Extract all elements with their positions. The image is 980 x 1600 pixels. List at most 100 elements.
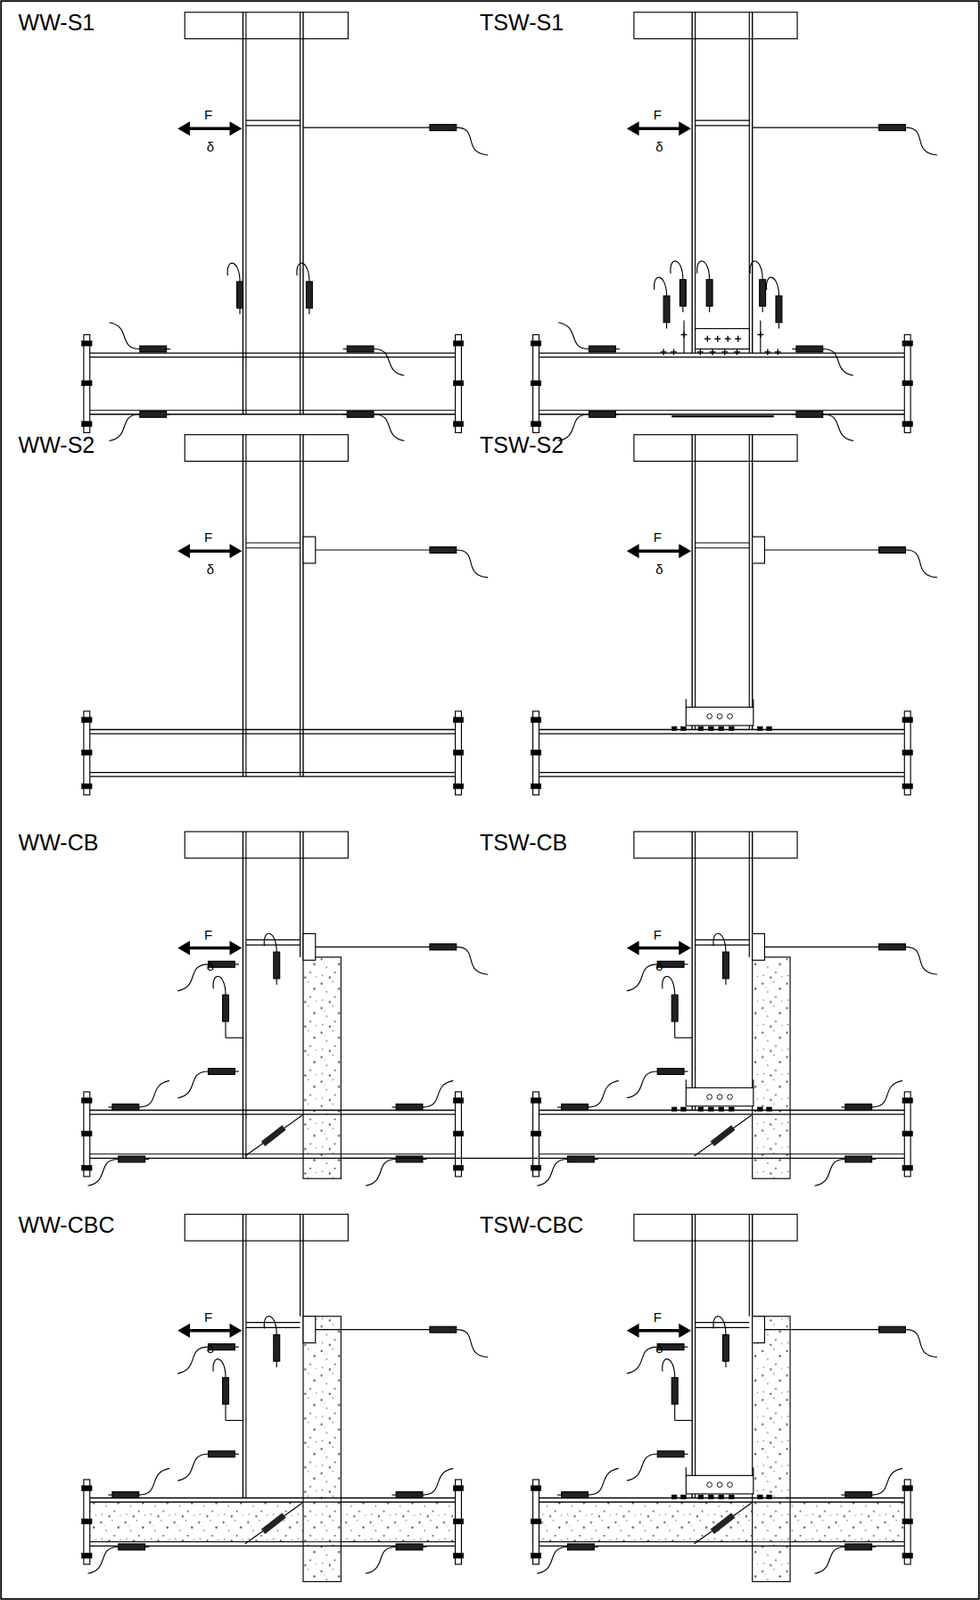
stiffener: [246, 120, 301, 122]
force-arrow: [635, 549, 683, 552]
bolt-hole: [707, 1095, 713, 1101]
lvdt-sensor: [429, 547, 457, 554]
bolt-mark: [902, 1098, 913, 1104]
arrow-head: [177, 121, 190, 136]
lvdt-sensor: [879, 1326, 906, 1334]
beam-flange: [538, 356, 905, 358]
beam-flange: [538, 1114, 905, 1116]
column-flange: [749, 831, 750, 958]
lvdt-sensor: [845, 1104, 873, 1112]
lvdt-rod: [145, 1159, 150, 1161]
stiffener: [246, 1327, 301, 1329]
lvdt-rod: [343, 348, 348, 350]
bolt-mark: [902, 783, 913, 790]
bolt-mark: [452, 783, 463, 790]
displacement-label: δ: [655, 561, 663, 578]
bolt-mark: [82, 1519, 92, 1525]
lvdt-wire: [315, 549, 430, 551]
bolt-symbol: [711, 349, 713, 356]
lvdt-bracket: [752, 536, 766, 564]
arrow-head: [177, 940, 190, 956]
force-label: F: [653, 107, 662, 124]
lvdt-bracket: [303, 536, 316, 564]
specimen-name: WW-S2: [18, 431, 96, 459]
lvdt-sensor: [657, 1451, 684, 1458]
column-flange: [245, 831, 247, 1159]
bolt-mark: [452, 380, 463, 387]
bolt-mark: [452, 1519, 463, 1525]
lvdt-bracket: [675, 1037, 692, 1039]
lvdt-sensor: [657, 1069, 684, 1076]
lvdt-rod: [145, 1547, 150, 1549]
column-flange: [299, 831, 301, 958]
column-flange: [694, 435, 696, 731]
sensor-wire: [87, 1547, 118, 1574]
lvdt-rod: [724, 1361, 726, 1368]
arrow-head: [177, 543, 190, 559]
lvdt-bracket: [303, 933, 316, 961]
bolt-mark: [902, 1165, 913, 1171]
beam-flange: [538, 733, 905, 735]
specimens: [82, 12, 938, 1583]
column-flange: [749, 435, 750, 731]
column-flange: [242, 831, 244, 1159]
bolt-mark: [530, 340, 541, 346]
displacement-label: δ: [206, 958, 215, 975]
lvdt-rod: [593, 1547, 599, 1549]
lvdt-bracket: [752, 1317, 766, 1344]
lvdt-rod: [683, 963, 689, 965]
stiffener: [695, 547, 750, 549]
seat-plate: [671, 415, 774, 418]
bolt-mark: [82, 717, 92, 724]
column-flange: [299, 1214, 301, 1317]
column-flange: [691, 435, 692, 731]
bolt-hole: [707, 1482, 713, 1489]
lvdt-rod: [166, 413, 172, 415]
column-flange: [749, 12, 750, 354]
lvdt-sensor: [395, 1492, 423, 1499]
bolt-mark: [530, 1519, 541, 1525]
bolt-mark: [681, 1495, 687, 1500]
bolt-hole: [727, 1482, 733, 1489]
lvdt-sensor: [568, 1544, 595, 1551]
lvdt-sensor: [679, 280, 686, 307]
bolt-mark: [530, 1486, 541, 1492]
lvdt-rod: [840, 1495, 846, 1497]
sensor-wire: [422, 1468, 453, 1496]
lvdt-wire: [764, 1329, 879, 1331]
sensor-wire: [109, 322, 140, 350]
sensor-wire: [905, 1330, 937, 1359]
sensor-wire: [626, 1454, 658, 1482]
force-arrow: [635, 1329, 683, 1333]
arrow-head: [678, 1324, 692, 1339]
beam-flange: [90, 772, 456, 774]
column-flange: [749, 1214, 750, 1317]
lvdt-bracket: [752, 933, 766, 961]
sensor-wire: [815, 1547, 846, 1574]
lvdt-sensor: [845, 1156, 873, 1163]
beam-flange: [90, 1502, 456, 1504]
force-label: F: [653, 529, 662, 546]
lvdt-wire: [315, 947, 430, 948]
bolt-hole: [727, 1095, 733, 1101]
lvdt-sensor: [273, 1334, 280, 1362]
lvdt-sensor: [663, 296, 670, 323]
lvdt-bracket: [675, 1420, 692, 1422]
bolt-mark: [728, 1495, 734, 1500]
bolt-mark: [766, 1107, 773, 1112]
sensor-wire: [213, 976, 226, 996]
bolt-hole: [716, 1095, 723, 1101]
column-flange: [694, 1214, 696, 1499]
bolt-mark: [452, 717, 463, 724]
lvdt-sensor: [706, 280, 713, 307]
loading-head: [634, 435, 798, 462]
column-flange: [242, 12, 244, 415]
lvdt-sensor: [775, 296, 783, 323]
bolt-mark: [902, 1486, 913, 1492]
bolt-mark: [718, 726, 725, 732]
lvdt-rod: [238, 308, 240, 315]
bolt-mark: [902, 749, 913, 756]
bolt-hole: [716, 1482, 723, 1489]
beam-flange: [90, 775, 456, 777]
beam-flange: [90, 1114, 456, 1116]
